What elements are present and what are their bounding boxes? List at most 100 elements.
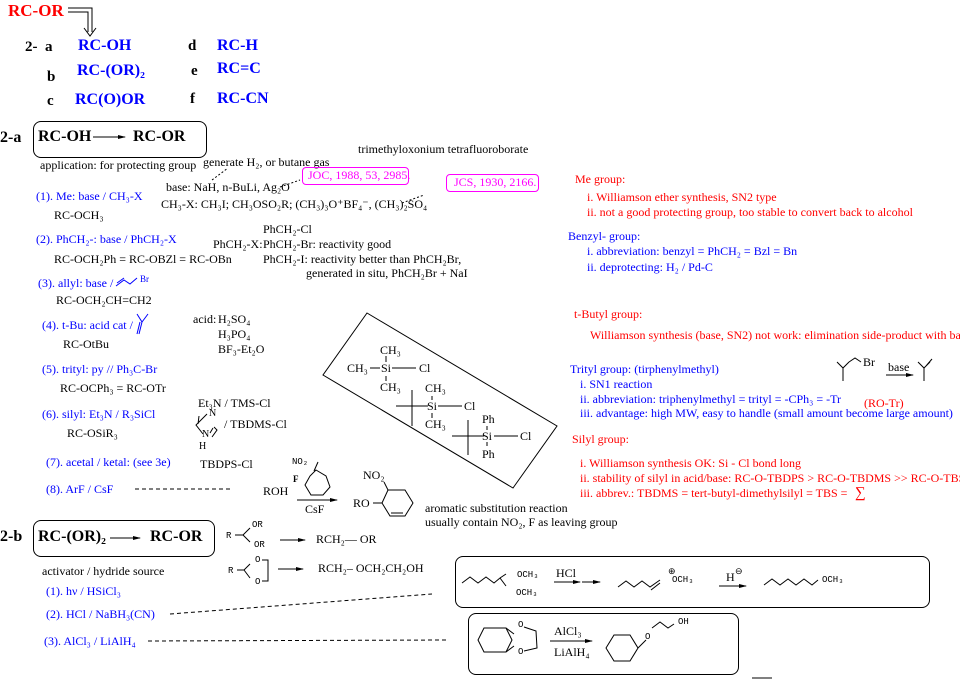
- ex2-alcl3: AlCl₃: [554, 624, 582, 638]
- ex2-o-top: O: [518, 620, 524, 630]
- product-ro: RO: [353, 496, 370, 510]
- ex2-lialh4: LiAlH₄: [554, 645, 590, 659]
- item-formula-b: RC-(OR)₂: [77, 62, 145, 79]
- item-letter-f: f: [190, 91, 195, 107]
- tbdps-si: Si: [482, 429, 493, 443]
- allyl-bromide-structure: [115, 277, 138, 287]
- method-8: (8). ArF / CsF: [46, 482, 114, 496]
- imidazole-nh: N: [202, 429, 210, 440]
- alkyl-bromide-structure: [836, 357, 862, 381]
- activator-note: activator / hydride source: [42, 564, 165, 578]
- example-box-2: [468, 613, 739, 675]
- method-3-product: RC-OCH₂CH=CH2: [56, 293, 152, 307]
- method-b3: (3). AlCl₃ / LiAlH₄: [44, 634, 136, 648]
- method-6: (6). silyl: Et₃N / R₃SiCl: [42, 407, 156, 421]
- roh: ROH: [263, 484, 289, 498]
- tbdps-ph-top: Ph: [482, 412, 495, 426]
- section-2b-from: RC-(OR)₂: [38, 528, 106, 545]
- dashed-leader-b2: [169, 593, 433, 615]
- leader-gas: [211, 167, 229, 181]
- dashed-leader-b3: [147, 639, 447, 642]
- ex1-och3-cation: OCH₃: [672, 575, 694, 585]
- item-letter-c: c: [47, 93, 54, 109]
- tms-ch3-left: CH₃: [347, 361, 368, 375]
- phch2-cl: PhCH₂-Cl: [263, 222, 312, 236]
- benzyl-group-item-1: i. abbreviation: benzyl = PhCH₂ = Bzl = …: [587, 244, 798, 258]
- tbdms-si: Si: [427, 399, 438, 413]
- acid-2: H₃PO₄: [218, 327, 251, 341]
- tms-si: Si: [381, 361, 392, 375]
- elimination-base: base: [888, 360, 910, 374]
- ref-jcs: JCS, 1930, 2166.: [454, 175, 537, 189]
- me-group-item-1: i. Williamson ether synthesis, SN2 type: [587, 190, 777, 204]
- method-b2: (2). HCl / NaBH₃(CN): [46, 607, 155, 621]
- ex1-hcl: HCl: [556, 566, 577, 580]
- phch2-br: PhCH₂-Br: reactivity good: [263, 237, 392, 251]
- base-list: base: NaH, n-BuLi, Ag₂O: [166, 180, 290, 194]
- tbdms-ch3-top: CH₃: [425, 381, 446, 395]
- methyl-ether-structure: [763, 578, 819, 586]
- ref-joc: JOC, 1988, 53, 2985.: [308, 168, 411, 182]
- trityl-group-item-2: ii. abbreviation: triphenylmethyl = trit…: [580, 392, 842, 406]
- ref-joc-box: [302, 167, 409, 185]
- ro-tr-note: (RO-Tr): [864, 396, 904, 410]
- ch3x-list: CH₃-X: CH₃I; CH₃OSO₂R; (CH₃)₃O⁺BF₄⁻, (CH…: [161, 197, 428, 211]
- method-5: (5). trityl: py // Ph₃C-Br: [42, 362, 158, 376]
- acetal-or-top: OR: [252, 520, 263, 530]
- main-title: RC-OR: [8, 1, 64, 20]
- tbdms-ch3-bottom: CH₃: [425, 417, 446, 431]
- tms-cl: Cl: [419, 361, 431, 375]
- dioxolane-structure: [237, 559, 269, 582]
- silyl-group-title: Silyl group:: [572, 432, 630, 446]
- method-5-product: RC-OCPh₃ = RC-OTr: [60, 381, 166, 395]
- item-formula-f: RC-CN: [217, 90, 269, 107]
- silyl-group-item-3: iii. abbrev.: TBDMS = tert-butyl-dimethy…: [580, 486, 848, 500]
- tbdms-reagent: / TBDMS-Cl: [224, 417, 287, 431]
- tbdps-reagent: TBDPS-Cl: [200, 457, 253, 471]
- item-letter-b: b: [47, 69, 56, 85]
- imidazole-structure: [195, 413, 218, 438]
- section-2a-to: RC-OR: [133, 128, 186, 145]
- dioxolane-o-bottom: O: [255, 577, 261, 587]
- benzyl-group-item-2: ii. deprotecting: H₂ / Pd-C: [587, 260, 713, 274]
- acetal-or-bottom: OR: [254, 540, 265, 550]
- item-formula-e: RC=C: [217, 60, 261, 77]
- reagent-no2: NO₂: [292, 457, 309, 467]
- method-4-product: RC-OtBu: [63, 337, 110, 351]
- item-letter-e: e: [191, 63, 198, 79]
- spiroketal-structure: [477, 626, 538, 653]
- ex1-och3-product: OCH₃: [822, 575, 844, 585]
- ex2-oh: OH: [678, 617, 689, 627]
- section-2a-label: 2-a: [0, 129, 22, 146]
- oxocarbenium-structure: [617, 579, 661, 591]
- example-box-1: [455, 556, 930, 608]
- section-2b-label: 2-b: [0, 528, 23, 545]
- method-b1: (1). hν / HSiCl₃: [46, 584, 121, 598]
- application-note: application: for protecting group: [40, 158, 197, 172]
- elimination-br: Br: [863, 355, 875, 369]
- item-letter-a: a: [45, 39, 53, 55]
- leader-joc: [279, 179, 301, 188]
- aromatic-note-2: usually contain NO₂, F as leaving group: [425, 515, 618, 529]
- me-group-title: Me group:: [575, 172, 626, 186]
- method-6-product: RC-OSiR₃: [67, 426, 118, 440]
- ex1-och3-top: OCH₃: [517, 570, 539, 580]
- acid-label: acid:: [193, 312, 217, 326]
- acetal-r: R: [226, 531, 232, 541]
- cyclohexyl-ether-structure: [605, 621, 675, 662]
- trityl-group-title: Trityl group: (tirphenylmethyl): [570, 362, 719, 376]
- tms-ch3-top: CH₃: [380, 343, 401, 357]
- fluoronitrobenzene-structure: [304, 461, 331, 496]
- imidazole-n: N: [209, 408, 217, 419]
- gas-note: generate H₂, or butane gas: [203, 155, 330, 169]
- aromatic-note-1: aromatic substitution reaction: [425, 501, 568, 515]
- dioxolane-r: R: [228, 566, 234, 576]
- tms-reagent: Et₃N / TMS-Cl: [198, 396, 271, 410]
- isobutylene-structure: [136, 313, 149, 335]
- ex2-o-product: O: [645, 632, 651, 642]
- isobutylene-product-structure: [917, 358, 933, 381]
- method-1-product: RC-OCH₃: [54, 208, 104, 222]
- imidazole-h: H: [199, 441, 207, 452]
- ex1-plus-charge: ⊕: [668, 566, 676, 576]
